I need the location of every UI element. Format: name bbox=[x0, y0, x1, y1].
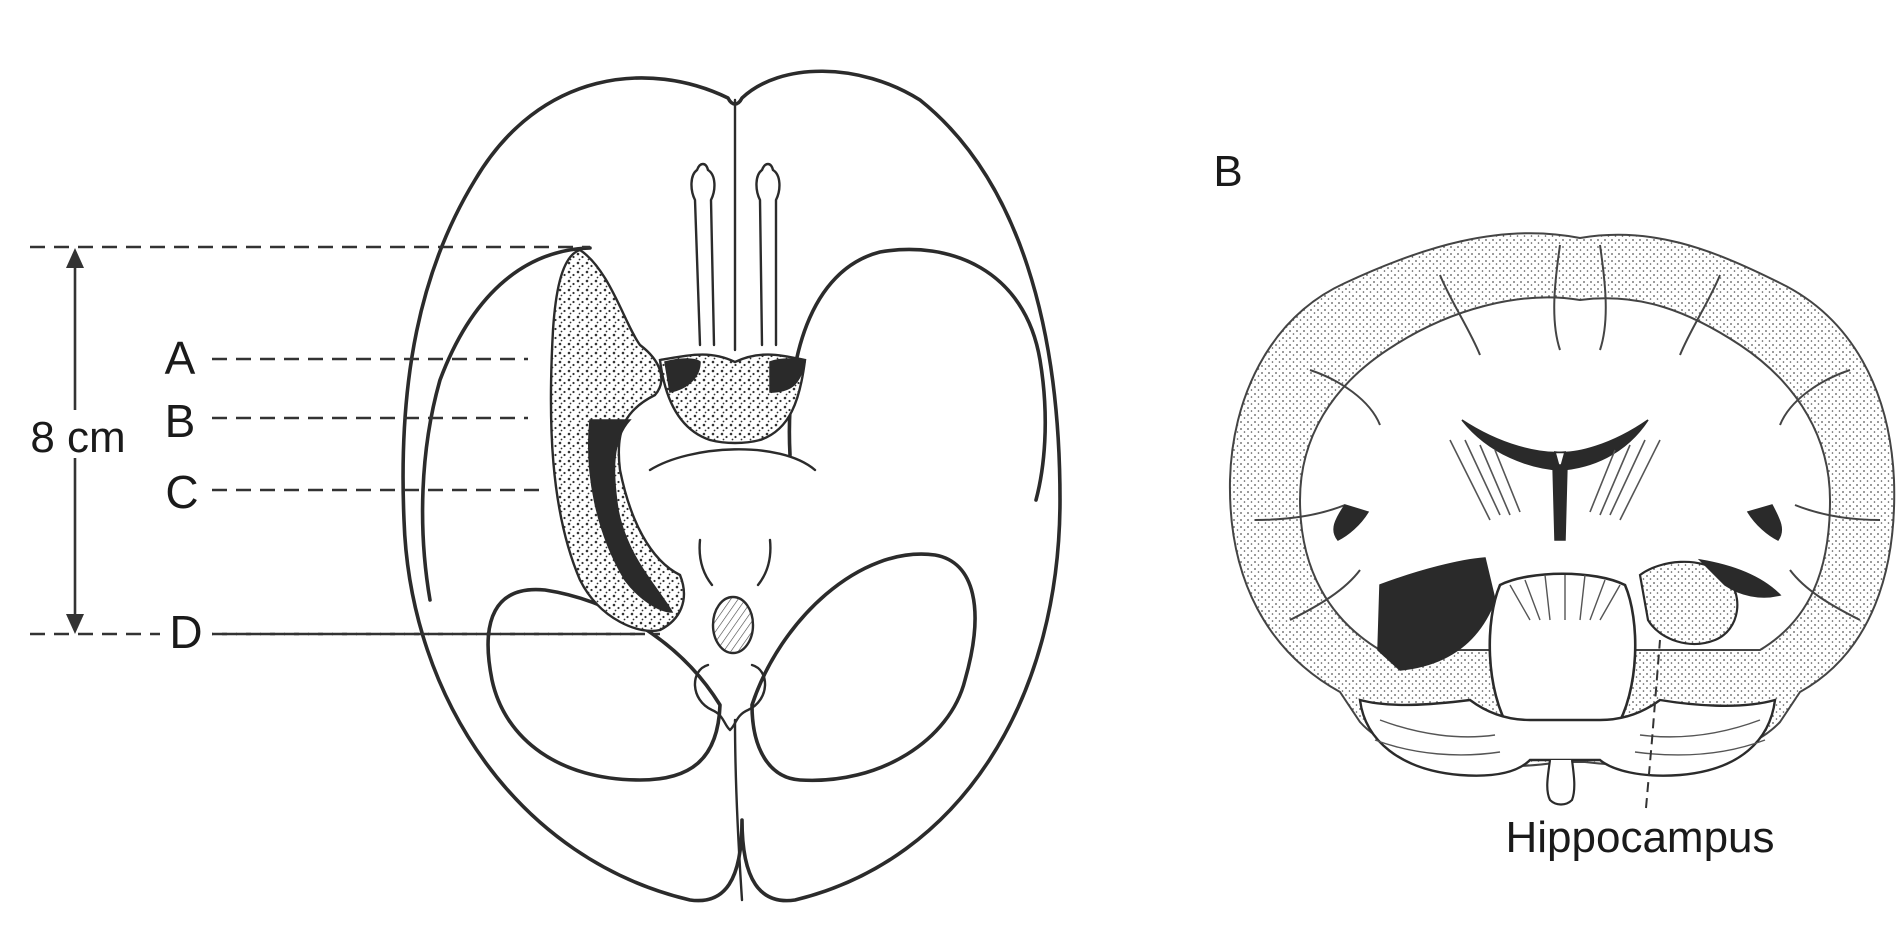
longitudinal-fissure bbox=[733, 98, 744, 902]
section-d-label-bg bbox=[160, 608, 212, 658]
scale-arrow-up-icon bbox=[66, 248, 84, 268]
cerebellum-coronal bbox=[1358, 698, 1777, 777]
hippocampus-coronal bbox=[1638, 560, 1739, 645]
olfactory-tract-left bbox=[690, 162, 716, 347]
left-temporal-lobe bbox=[420, 246, 592, 602]
measurement-label: 8 cm bbox=[30, 413, 125, 462]
medulla-tip bbox=[1546, 759, 1576, 806]
hippocampus-dark-area bbox=[1697, 558, 1782, 598]
gyral-folds bbox=[1254, 244, 1881, 621]
hippocampus-label: Hippocampus bbox=[1505, 813, 1774, 862]
cerebellum-right bbox=[750, 552, 977, 783]
olfactory-tract-right bbox=[755, 162, 781, 347]
scale-label-background bbox=[22, 410, 134, 458]
brainstem-outline bbox=[648, 448, 817, 587]
axial-brain-view bbox=[401, 69, 1062, 903]
cerebellum-folia bbox=[1374, 719, 1766, 756]
section-label-d: D bbox=[169, 606, 202, 658]
panel-label: B bbox=[1213, 147, 1242, 196]
scale-arrow-down-icon bbox=[66, 614, 84, 634]
section-label-b: B bbox=[165, 395, 196, 447]
section-label-c: C bbox=[165, 466, 198, 518]
insula-left bbox=[1333, 504, 1370, 541]
right-temporal-lobe bbox=[787, 247, 1047, 502]
section-label-a: A bbox=[165, 332, 196, 384]
section-lines: A B C D bbox=[160, 332, 640, 658]
hippocampus-leader-line bbox=[1645, 639, 1661, 809]
medulla bbox=[711, 595, 755, 655]
hypothalamus-dark bbox=[664, 358, 806, 393]
measurement-scale: 8 cm bbox=[22, 245, 660, 636]
lower-brainstem bbox=[693, 663, 767, 732]
coronal-brain-section bbox=[1228, 232, 1896, 809]
third-ventricle bbox=[1552, 464, 1568, 541]
lateral-ventricles bbox=[1461, 419, 1649, 471]
insula-right bbox=[1746, 504, 1783, 541]
pons-fibers bbox=[1509, 574, 1621, 621]
hippocampus-dark bbox=[588, 419, 674, 613]
